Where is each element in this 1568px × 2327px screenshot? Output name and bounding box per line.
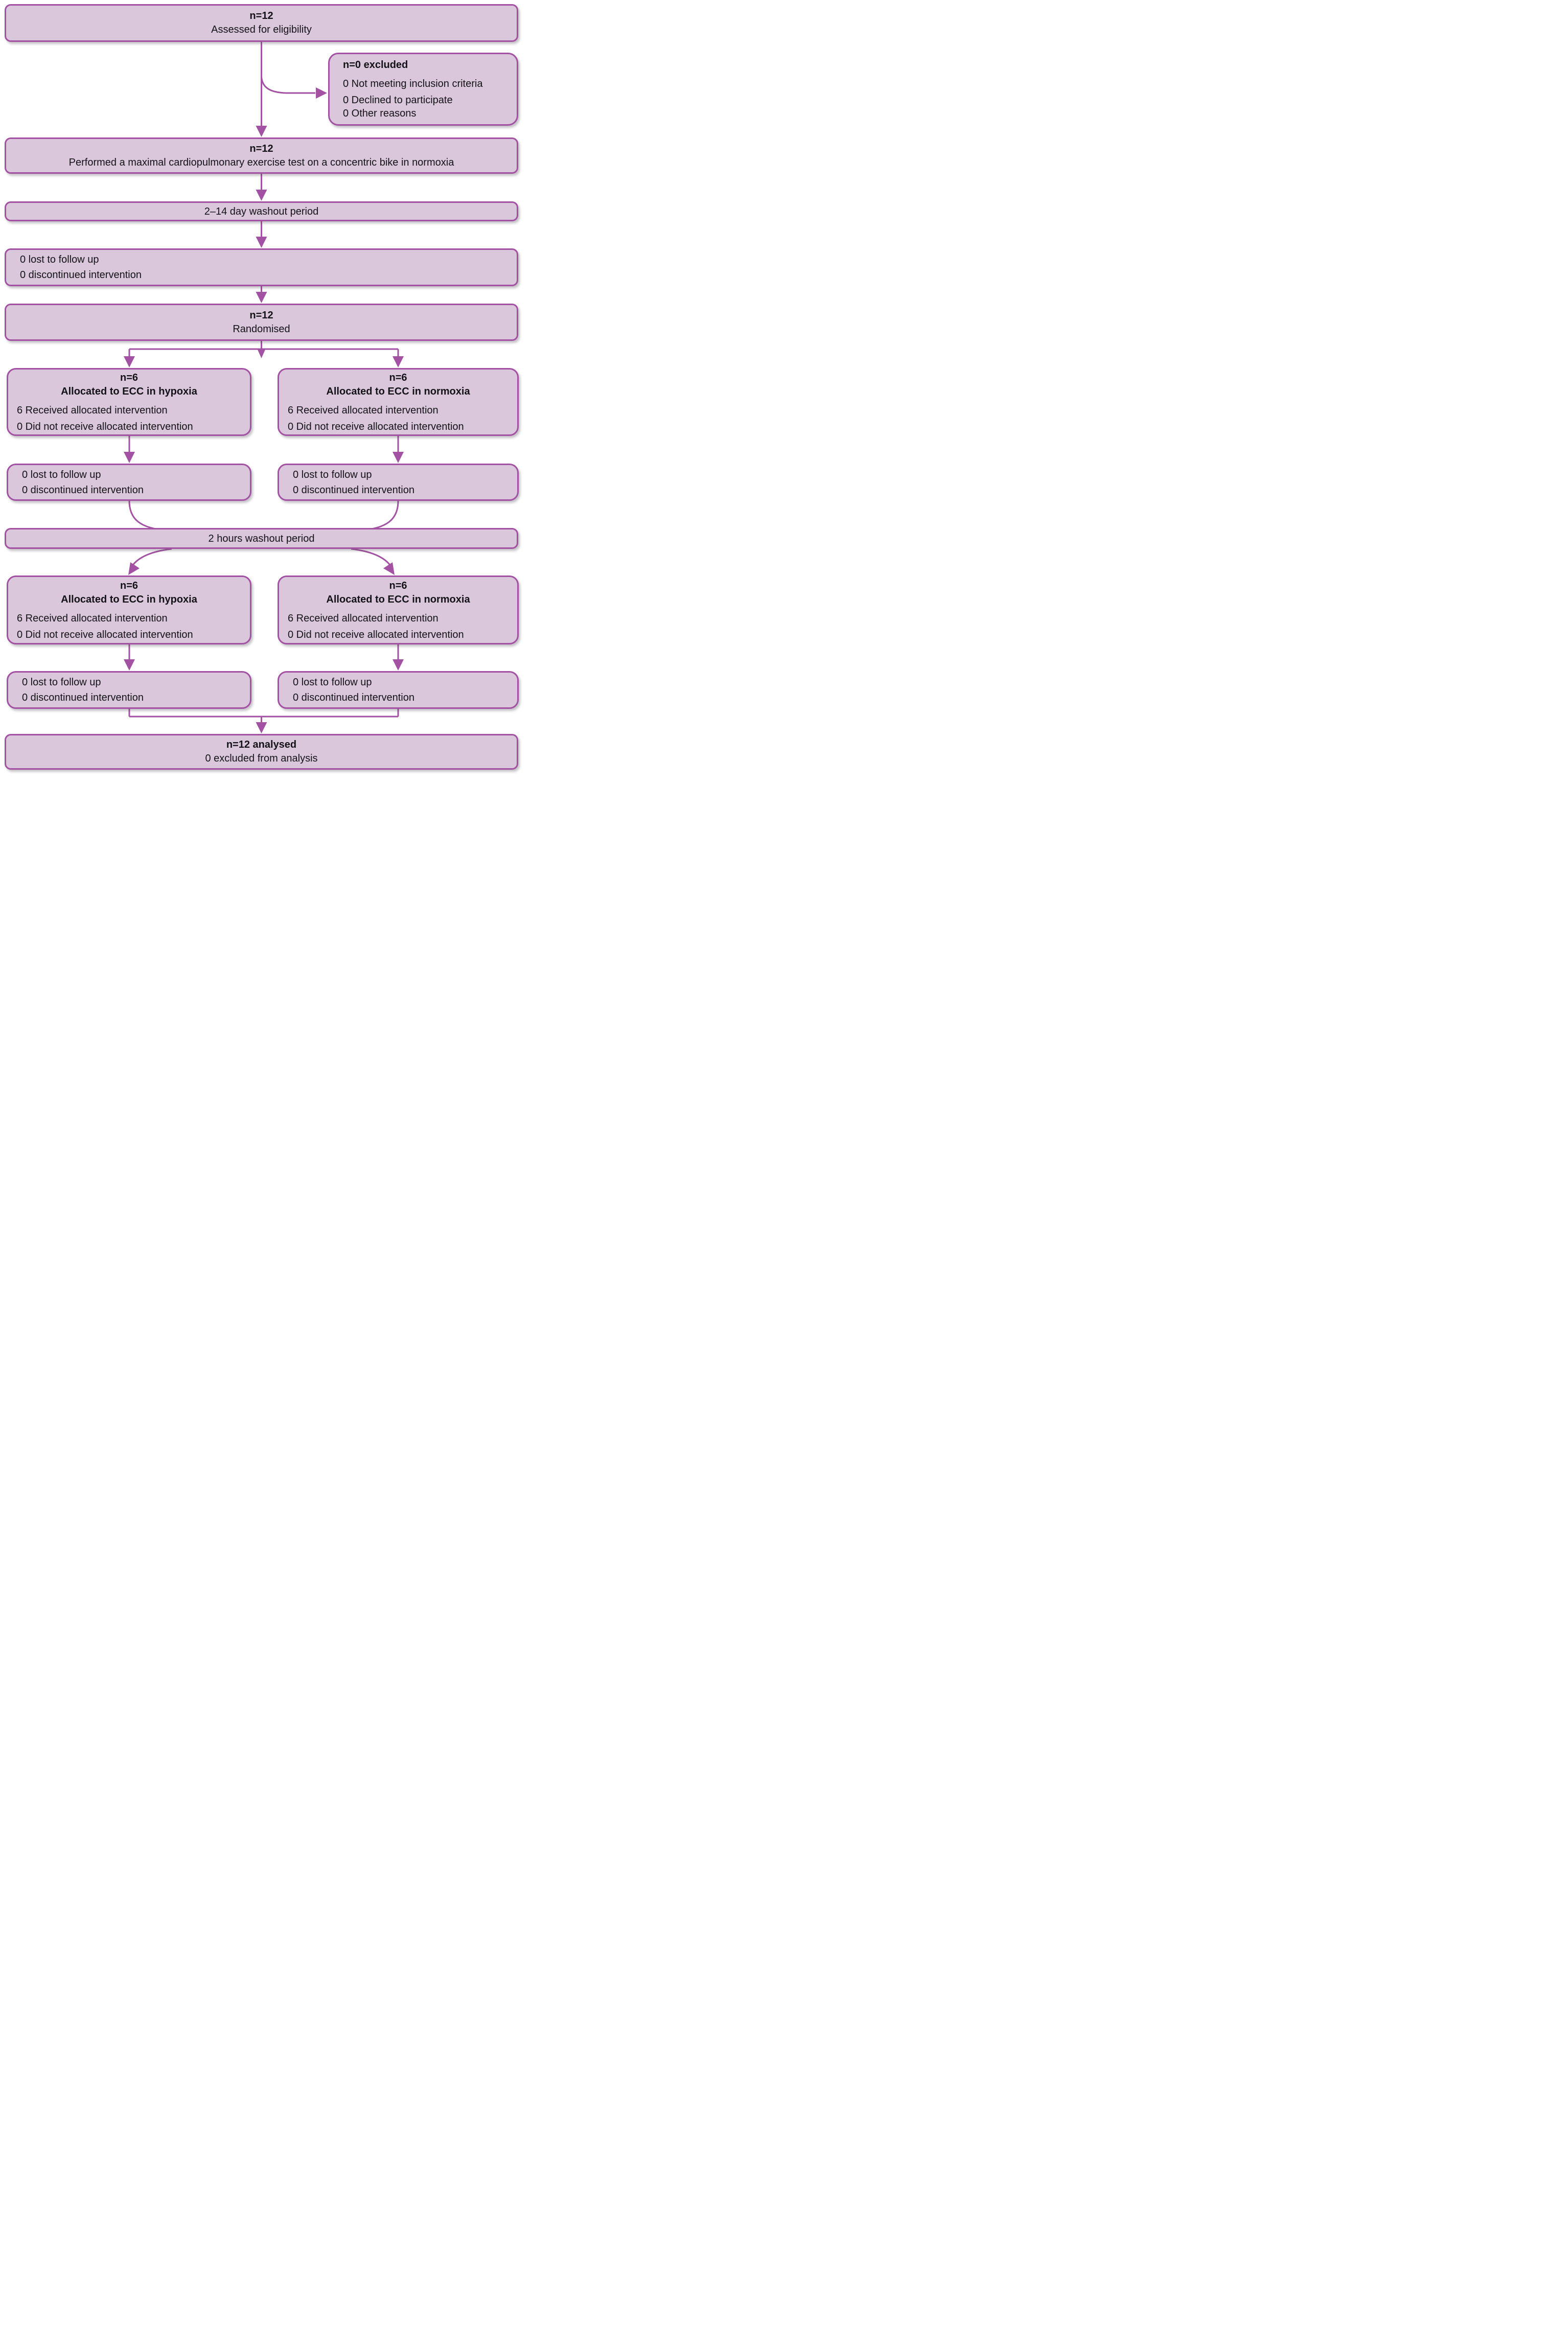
curve-lost1-right-to-washout2	[357, 500, 399, 532]
box-randomised: n=12 Randomised	[5, 304, 518, 341]
washout1-label: 2–14 day washout period	[204, 205, 319, 217]
arrowhead-washout2-to-alloc2-left	[128, 562, 140, 575]
analysed-label: 0 excluded from analysis	[205, 753, 318, 764]
box-excluded: n=0 excluded 0 Not meeting inclusion cri…	[328, 53, 518, 126]
arrowhead-split-left	[124, 356, 135, 367]
lostpre-line: 0 discontinued intervention	[20, 269, 142, 281]
alloc-round2-hypoxia-item: 0 Did not receive allocated intervention	[17, 629, 193, 640]
alloc-round2-normoxia-item: 0 Did not receive allocated intervention	[288, 629, 464, 640]
lost-round2-hypoxia-line: 0 discontinued intervention	[22, 692, 144, 703]
arrowhead-to-analysed	[256, 722, 267, 733]
excluded-item: 0 Not meeting inclusion criteria	[343, 78, 483, 89]
split-connector	[128, 341, 399, 356]
split-center-tick	[258, 350, 265, 358]
assessed-label: Assessed for eligibility	[211, 24, 312, 35]
excluded-item: 0 Declined to participate	[343, 95, 453, 106]
curve-lost1-left-to-washout2	[128, 500, 170, 532]
randomised-label: Randomised	[233, 323, 290, 335]
box-alloc-round1-normoxia: n=6 Allocated to ECC in normoxia 6 Recei…	[278, 368, 519, 436]
arrowhead-cpet-to-washout1	[256, 190, 267, 201]
alloc-round2-normoxia-n: n=6	[389, 580, 407, 591]
curve-washout2-to-alloc2-left	[131, 548, 172, 567]
alloc-round1-normoxia-item: 0 Did not receive allocated intervention	[288, 421, 464, 432]
arrowhead-alloc1-right-to-lost	[393, 452, 404, 463]
box-lost-pre-randomisation: 0 lost to follow up 0 discontinued inter…	[5, 248, 518, 286]
box-alloc-round1-hypoxia: n=6 Allocated to ECC in hypoxia 6 Receiv…	[7, 368, 251, 436]
arrowhead-lostpre-to-randomised	[256, 292, 267, 303]
lost-round2-hypoxia-line: 0 lost to follow up	[22, 677, 101, 688]
alloc-round1-hypoxia-title: Allocated to ECC in hypoxia	[61, 385, 197, 397]
lost-round1-normoxia-line: 0 discontinued intervention	[293, 484, 414, 496]
arrowhead-assessed-to-cpet	[256, 126, 267, 137]
arrowhead-alloc2-right-to-lost	[393, 659, 404, 671]
arrowhead-split-right	[393, 356, 404, 367]
alloc-round1-hypoxia-item: 6 Received allocated intervention	[17, 404, 168, 416]
assessed-n: n=12	[249, 10, 273, 21]
cpet-label: Performed a maximal cardiopulmonary exer…	[68, 156, 454, 168]
box-lost-round2-normoxia: 0 lost to follow up 0 discontinued inter…	[278, 671, 519, 709]
box-washout-period-1: 2–14 day washout period	[5, 201, 518, 221]
washout2-label: 2 hours washout period	[208, 533, 315, 544]
lost-round2-normoxia-line: 0 lost to follow up	[293, 677, 372, 688]
alloc-round2-hypoxia-title: Allocated to ECC in hypoxia	[61, 593, 197, 605]
alloc-round1-normoxia-n: n=6	[389, 372, 407, 383]
box-alloc-round2-hypoxia: n=6 Allocated to ECC in hypoxia 6 Receiv…	[7, 575, 251, 644]
arrowhead-alloc2-left-to-lost	[124, 659, 135, 671]
alloc-round2-normoxia-item: 6 Received allocated intervention	[288, 612, 439, 624]
lost-round1-hypoxia-line: 0 lost to follow up	[22, 469, 101, 480]
arrowhead-alloc1-left-to-lost	[124, 452, 135, 463]
cpet-n: n=12	[249, 143, 273, 154]
alloc-round2-hypoxia-n: n=6	[120, 580, 139, 591]
curve-washout2-to-alloc2-right	[351, 548, 392, 567]
alloc-round2-hypoxia-item: 6 Received allocated intervention	[17, 612, 168, 624]
elbow-lost2-to-analysed	[128, 709, 399, 722]
alloc-round1-normoxia-item: 6 Received allocated intervention	[288, 404, 439, 416]
connector-layer	[124, 42, 404, 733]
arrowhead-washout2-to-alloc2-right	[383, 562, 395, 575]
lost-round1-normoxia-line: 0 lost to follow up	[293, 469, 372, 480]
arrowhead-washout1-to-lostpre	[256, 237, 267, 248]
alloc-round1-hypoxia-n: n=6	[120, 372, 139, 383]
box-alloc-round2-normoxia: n=6 Allocated to ECC in normoxia 6 Recei…	[278, 575, 519, 644]
box-assessed-eligibility: n=12 Assessed for eligibility	[5, 4, 518, 42]
alloc-round1-hypoxia-item: 0 Did not receive allocated intervention	[17, 421, 193, 432]
excluded-item: 0 Other reasons	[343, 108, 417, 119]
alloc-round1-normoxia-title: Allocated to ECC in normoxia	[326, 385, 470, 397]
curve-branch-to-excluded	[261, 76, 315, 94]
box-lost-round1-hypoxia: 0 lost to follow up 0 discontinued inter…	[7, 464, 251, 501]
consort-flow-diagram: n=12 Assessed for eligibility n=0 exclud…	[0, 0, 523, 776]
box-cpet-test: n=12 Performed a maximal cardiopulmonary…	[5, 137, 518, 174]
analysed-title: n=12 analysed	[226, 739, 297, 750]
box-lost-round1-normoxia: 0 lost to follow up 0 discontinued inter…	[278, 464, 519, 501]
excluded-title: n=0 excluded	[343, 59, 408, 71]
lost-round2-normoxia-line: 0 discontinued intervention	[293, 692, 414, 703]
lost-round1-hypoxia-line: 0 discontinued intervention	[22, 484, 144, 496]
box-lost-round2-hypoxia: 0 lost to follow up 0 discontinued inter…	[7, 671, 251, 709]
arrowhead-branch-to-excluded	[316, 87, 327, 99]
box-washout-period-2: 2 hours washout period	[5, 528, 518, 549]
lostpre-line: 0 lost to follow up	[20, 254, 99, 265]
box-analysed: n=12 analysed 0 excluded from analysis	[5, 734, 518, 770]
randomised-n: n=12	[249, 309, 273, 321]
alloc-round2-normoxia-title: Allocated to ECC in normoxia	[326, 593, 470, 605]
